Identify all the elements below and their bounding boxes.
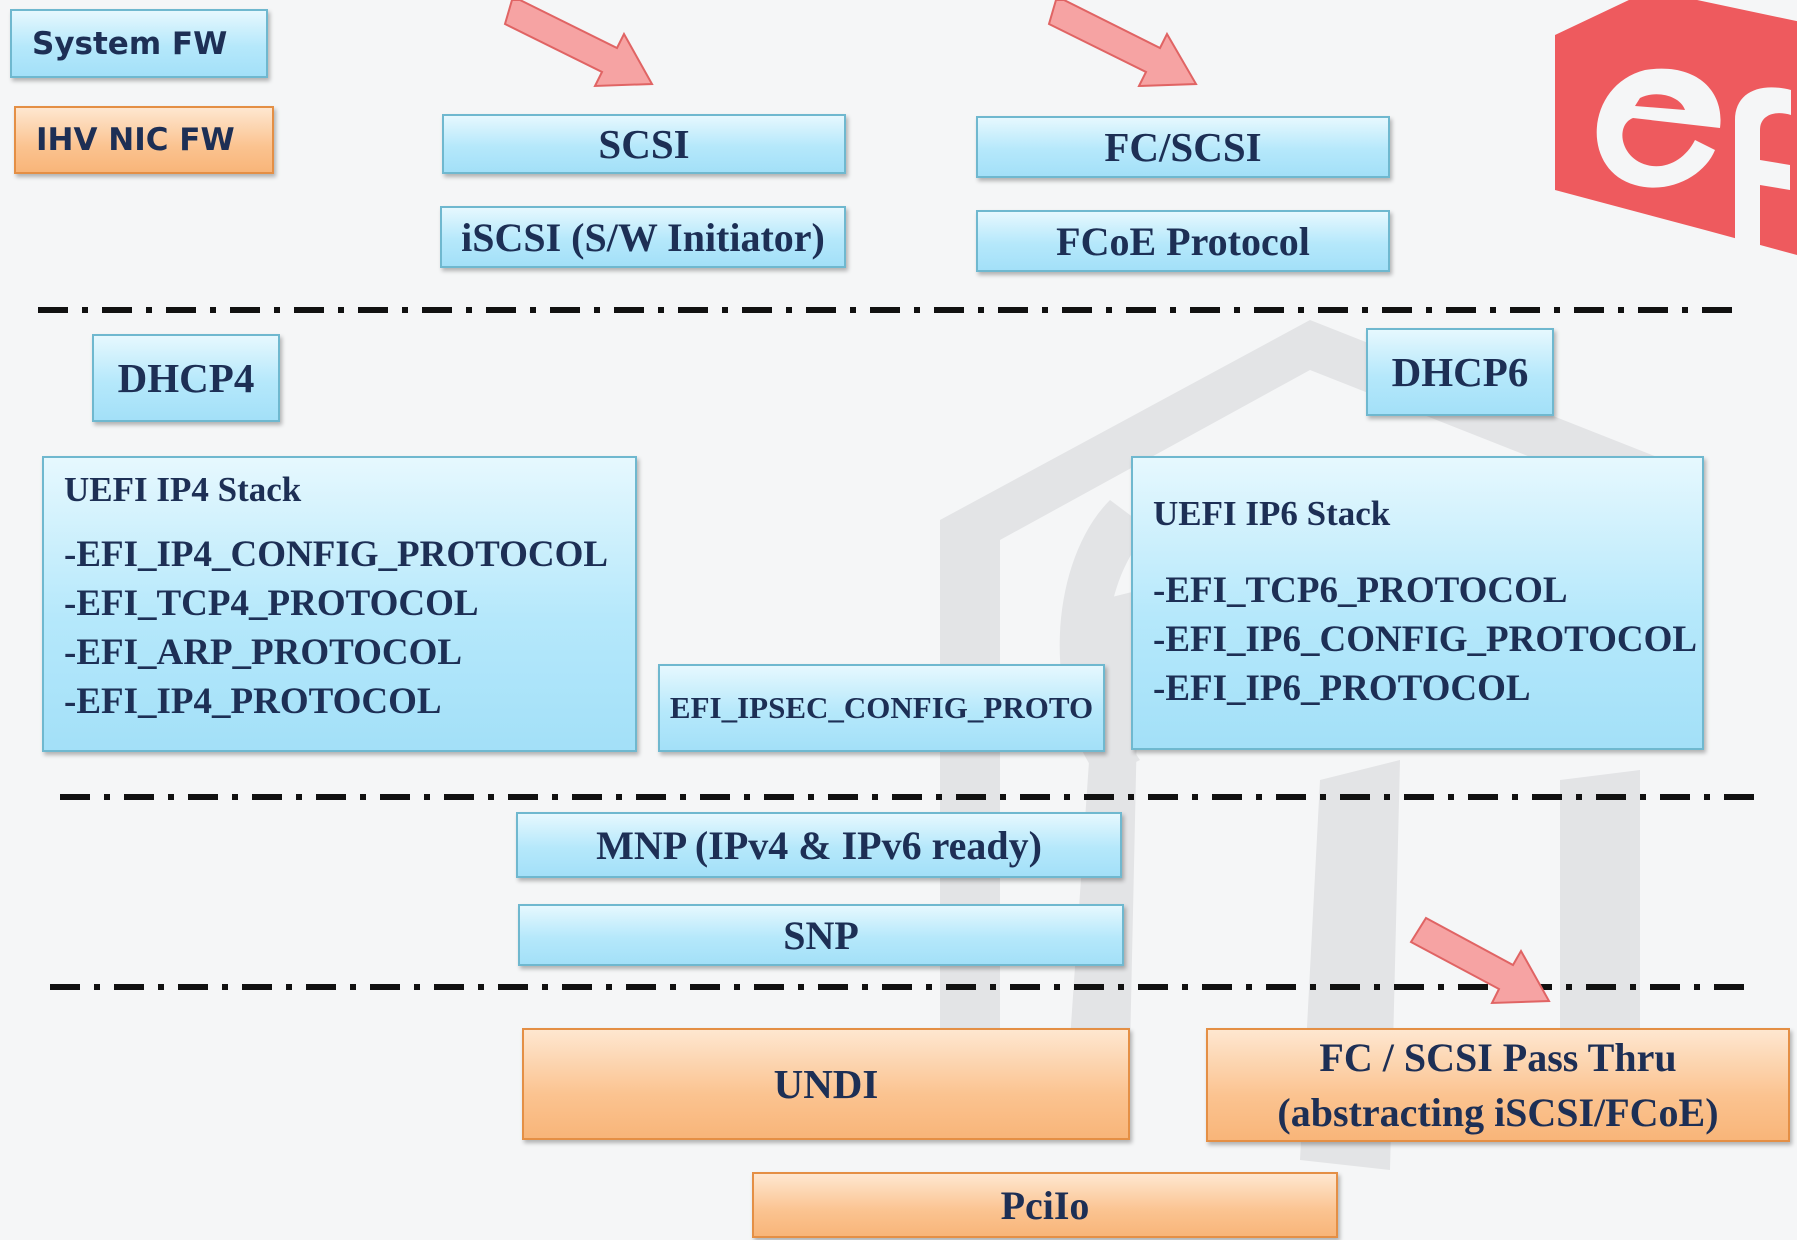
fcoe-protocol-box: FCoE Protocol <box>976 210 1390 272</box>
dhcp4-box: DHCP4 <box>92 334 280 422</box>
ip4-stack-item: -EFI_ARP_PROTOCOL <box>64 632 463 673</box>
ip4-stack-item: -EFI_IP4_PROTOCOL <box>64 681 442 722</box>
ip4-stack-title: UEFI IP4 Stack <box>64 470 302 509</box>
ipsec-config-box: EFI_IPSEC_CONFIG_PROTO <box>658 664 1105 752</box>
fc-scsi-box: FC/SCSI <box>976 116 1390 178</box>
uefi-ip4-stack-box: UEFI IP4 Stack -EFI_IP4_CONFIG_PROTOCOL … <box>42 456 637 752</box>
uefi-ip6-stack-box: UEFI IP6 Stack -EFI_TCP6_PROTOCOL -EFI_I… <box>1131 456 1704 750</box>
pciio-box: PciIo <box>752 1172 1338 1238</box>
ip6-stack-item: -EFI_IP6_PROTOCOL <box>1153 668 1531 709</box>
ip6-stack-item: -EFI_IP6_CONFIG_PROTOCOL <box>1153 619 1698 660</box>
efi-logo-icon <box>1555 0 1797 262</box>
pass-thru-line-1: FC / SCSI Pass Thru <box>1319 1035 1677 1080</box>
scsi-box: SCSI <box>442 114 846 174</box>
legend-system-fw: System FW <box>10 9 268 78</box>
fc-scsi-pass-thru-box: FC / SCSI Pass Thru (abstracting iSCSI/F… <box>1206 1028 1790 1142</box>
ip6-stack-title: UEFI IP6 Stack <box>1153 494 1391 533</box>
dhcp6-box: DHCP6 <box>1366 328 1554 416</box>
mnp-box: MNP (IPv4 & IPv6 ready) <box>516 812 1122 878</box>
pass-thru-line-2: (abstracting iSCSI/FCoE) <box>1277 1090 1719 1135</box>
legend-ihv-nic-fw: IHV NIC FW <box>14 106 274 174</box>
undi-box: UNDI <box>522 1028 1130 1140</box>
ip4-stack-item: -EFI_TCP4_PROTOCOL <box>64 583 479 624</box>
ip4-stack-item: -EFI_IP4_CONFIG_PROTOCOL <box>64 534 609 575</box>
snp-box: SNP <box>518 904 1124 966</box>
iscsi-box: iSCSI (S/W Initiator) <box>440 206 846 268</box>
ip6-stack-item: -EFI_TCP6_PROTOCOL <box>1153 570 1568 611</box>
